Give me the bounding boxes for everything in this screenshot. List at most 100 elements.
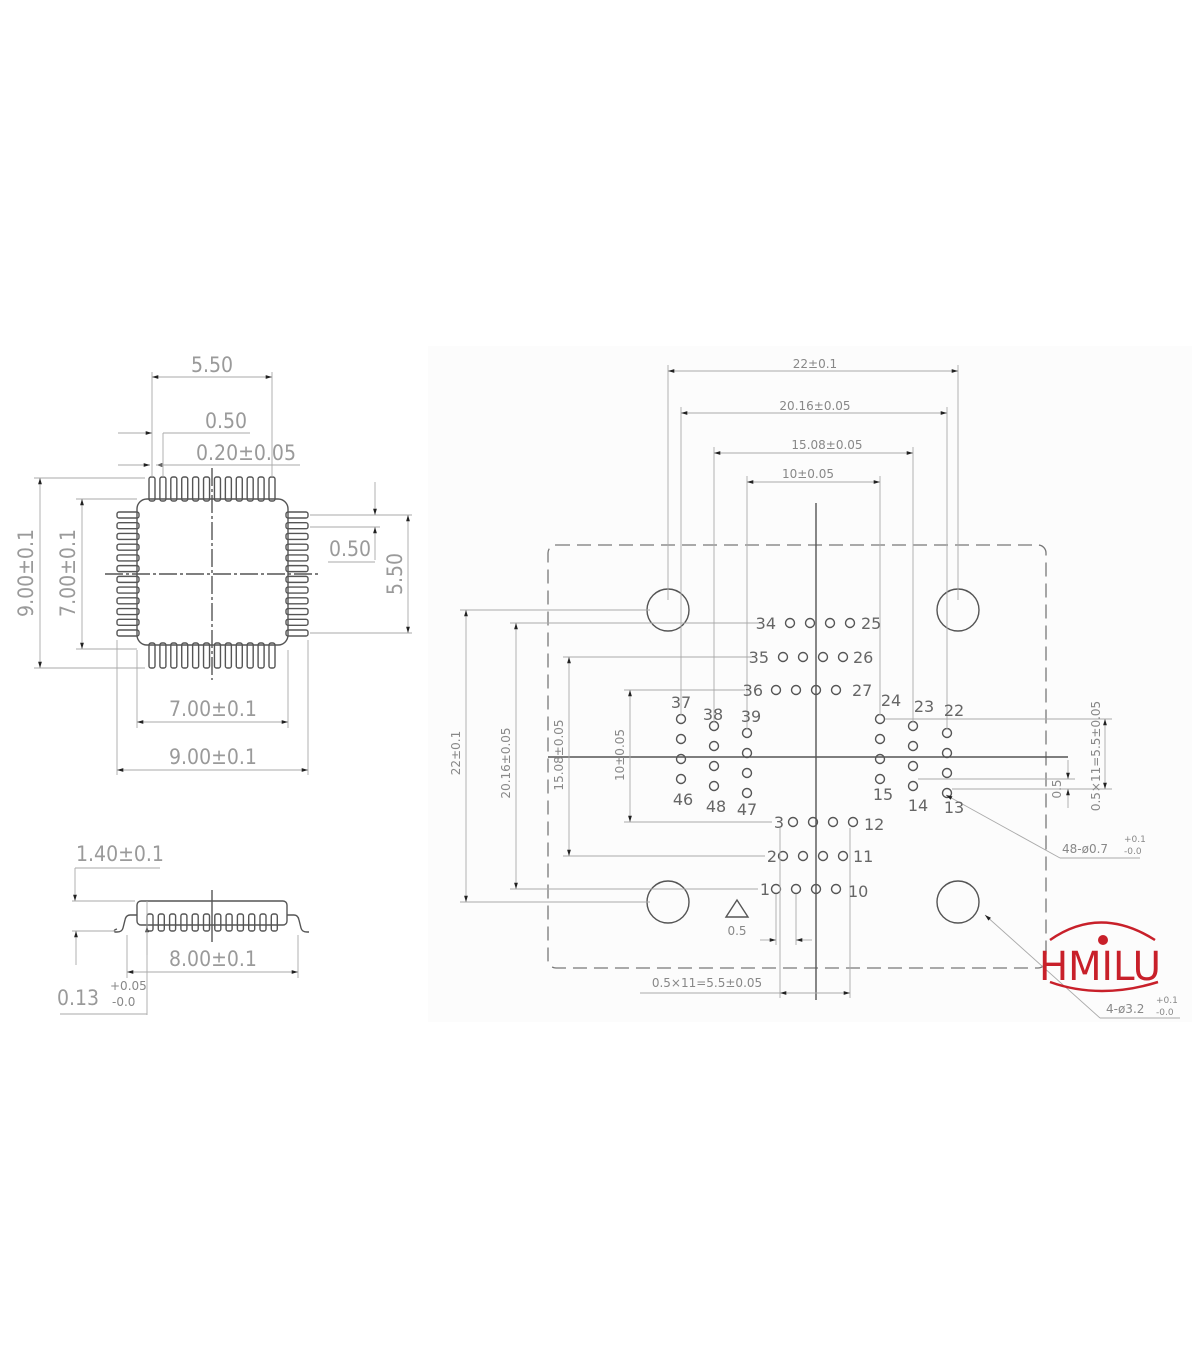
dim-standoff: 0.13 [57, 986, 99, 1010]
chip-pin-right [285, 607, 309, 616]
chip-pin-bottom [213, 642, 222, 669]
pin-label: 14 [908, 796, 928, 815]
chip-pin-left [116, 564, 140, 573]
pin-label: 11 [853, 847, 873, 866]
dim-row-span-2016: 20.16±0.05 [779, 399, 850, 413]
side-leads [146, 913, 278, 932]
pin-hole [827, 816, 839, 828]
pin-hole [797, 651, 809, 663]
chip-dimension-lines [34, 372, 412, 775]
side-lead [270, 913, 278, 932]
pin-hole-tol-plus: +0.1 [1124, 835, 1146, 845]
pin-label: 27 [852, 681, 872, 700]
side-lead [168, 913, 177, 932]
pin-hole [797, 850, 809, 862]
dim-pin-pitch: 0.50 [205, 409, 247, 433]
side-lead [214, 913, 222, 932]
socket-dimension-lines [460, 365, 1180, 1019]
pin-label: 2 [767, 847, 777, 866]
dim-side-pitch: 0.50 [329, 537, 371, 561]
pin-hole [830, 684, 842, 696]
chip-pins [116, 476, 309, 669]
dim-bottom-pin-span: 0.5×11=5.5±0.05 [652, 976, 762, 990]
dim-standoff-tol-minus: -0.0 [112, 995, 135, 1009]
dim-bottom-pin-pitch: 0.5 [727, 924, 746, 938]
pin-hole [907, 780, 919, 792]
pin1-triangle-marker [724, 898, 750, 918]
chip-side-view: 1.40±0.1 8.00±0.1 0.13 +0.05 -0.0 [57, 842, 309, 1015]
chip-pin-right [285, 597, 309, 605]
pin-label: 25 [861, 614, 881, 633]
chip-pin-right [285, 511, 309, 519]
chip-pin-left [116, 511, 140, 519]
hmilu-logo: HMILU [1039, 921, 1161, 993]
pin-hole [777, 651, 789, 663]
pin-label: 15 [873, 785, 893, 804]
chip-pin-bottom [181, 642, 189, 669]
chip-pin-top [224, 476, 233, 502]
pin-hole [847, 816, 859, 828]
pin-hole [874, 773, 886, 785]
chip-pin-right [285, 554, 309, 562]
chip-pin-top [202, 476, 211, 502]
dim-overall-height: 9.00±0.1 [14, 529, 38, 617]
mount-hole-note: 4-ø3.2 [1106, 1002, 1144, 1016]
pin-hole [741, 787, 753, 799]
side-dimension-lines [60, 867, 299, 1015]
socket-panel-background [428, 346, 1192, 1022]
pin-label: 48 [706, 797, 726, 816]
dim-mount-span-22: 22±0.1 [793, 357, 837, 371]
pin-label: 10 [848, 882, 868, 901]
dim-left-22: 22±0.1 [449, 731, 463, 775]
chip-pin-bottom [159, 642, 167, 669]
chip-pin-left [116, 532, 140, 541]
pin-hole [907, 740, 919, 752]
chip-pin-top [268, 476, 276, 502]
pin-hole [941, 767, 953, 779]
pin-hole [807, 816, 819, 828]
chip-pin-left [116, 543, 140, 551]
side-lead [191, 913, 199, 932]
pin-number-labels: 34 25 35 26 36 27 37 46 38 48 39 47 24 1… [671, 614, 964, 901]
mount-hole-tol-plus: +0.1 [1156, 996, 1178, 1006]
side-lead [225, 913, 233, 932]
side-lead [202, 913, 211, 932]
pin-hole [804, 617, 816, 629]
pin-hole [741, 747, 753, 759]
dim-pin-width: 0.20±0.05 [196, 441, 296, 465]
pin-hole [817, 850, 829, 862]
pin-hole [941, 747, 953, 759]
pin-hole [817, 651, 829, 663]
mounting-hole [936, 880, 980, 924]
pin-holes [675, 617, 953, 895]
chip-pin-bottom [257, 642, 265, 669]
pin-label: 35 [749, 648, 769, 667]
chip-pin-bottom [235, 642, 243, 669]
pin-hole [770, 883, 782, 895]
pin-hole [770, 684, 782, 696]
chip-pin-bottom [191, 642, 200, 669]
pin-hole [708, 740, 720, 752]
dim-overall-width: 9.00±0.1 [169, 745, 257, 769]
chip-pin-bottom [224, 642, 233, 669]
dim-package-height: 1.40±0.1 [76, 842, 164, 866]
dim-row-span-1508: 15.08±0.05 [791, 438, 862, 452]
dim-body-height: 7.00±0.1 [56, 529, 80, 617]
chip-pin-top [213, 476, 222, 502]
pin-hole [810, 684, 822, 696]
pin-hole [830, 883, 842, 895]
pin-label: 13 [944, 798, 964, 817]
chip-pin-left [116, 618, 140, 626]
pin-hole [874, 733, 886, 745]
chip-pin-bottom [170, 642, 178, 669]
pin-hole [708, 780, 720, 792]
chip-pin-left [116, 575, 140, 584]
pin-hole [675, 753, 687, 765]
chip-pin-top [246, 476, 254, 502]
pin-hole [784, 617, 796, 629]
pin-label: 23 [914, 697, 934, 716]
side-lead [259, 913, 267, 932]
side-lead [236, 913, 245, 932]
dim-left-1508: 15.08±0.05 [552, 719, 566, 790]
